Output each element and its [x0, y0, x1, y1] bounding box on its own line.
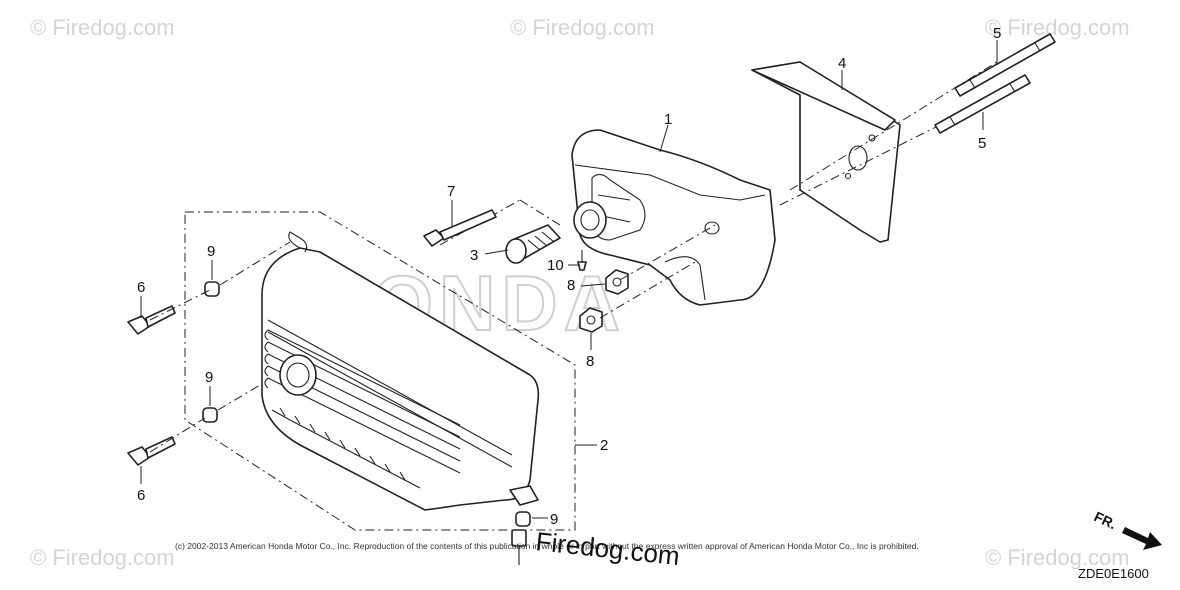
axis-collar-upper — [219, 241, 291, 286]
callout-3[interactable]: 3 — [470, 247, 478, 264]
callout-9-upper[interactable]: 9 — [207, 243, 215, 260]
copyright-notice: (c) 2002-2013 American Honda Motor Co., … — [175, 541, 919, 551]
callout-5-lower[interactable]: 5 — [978, 135, 986, 152]
direction-arrow-icon — [1122, 527, 1162, 550]
callout-4[interactable]: 4 — [838, 55, 846, 72]
callout-9-lower[interactable]: 9 — [550, 511, 558, 528]
callout-2[interactable]: 2 — [600, 437, 608, 454]
part-flange-bolt-lower[interactable] — [127, 436, 176, 466]
part-nut-upper[interactable] — [605, 269, 629, 295]
callout-9-middle[interactable]: 9 — [205, 369, 213, 386]
callout-6-upper[interactable]: 6 — [137, 279, 145, 296]
part-screw-10[interactable] — [577, 250, 587, 271]
callout-10[interactable]: 10 — [547, 257, 564, 274]
part-muffler-cover[interactable] — [261, 231, 540, 511]
watermark-top-left: © Firedog.com — [30, 15, 175, 40]
bolt-axis-line-2 — [519, 199, 561, 226]
part-nut-lower[interactable] — [579, 307, 603, 333]
watermark-bottom-right: © Firedog.com — [985, 545, 1130, 570]
callout-5-upper[interactable]: 5 — [993, 25, 1001, 42]
part-collar-lower[interactable] — [515, 511, 531, 527]
part-stud-lower[interactable] — [934, 74, 1031, 134]
part-collar-upper[interactable] — [204, 281, 220, 297]
callout-8-lower[interactable]: 8 — [586, 353, 594, 370]
axis-bolt-lower — [149, 417, 206, 453]
part-collar-middle[interactable] — [202, 407, 218, 423]
part-protector[interactable] — [751, 61, 901, 243]
front-direction-indicator: FR. — [1092, 508, 1162, 550]
part-flange-bolt-upper[interactable] — [127, 305, 176, 335]
diagram-code: ZDE0E1600 — [1078, 566, 1149, 581]
part-spark-arrester[interactable] — [505, 224, 561, 264]
assembly-outline — [184, 211, 576, 531]
callout-1[interactable]: 1 — [664, 111, 672, 128]
callout-7[interactable]: 7 — [447, 183, 455, 200]
part-stud-upper[interactable] — [954, 33, 1056, 97]
site-watermark: Firedog.com — [534, 526, 681, 571]
leader-8a — [580, 283, 606, 287]
part-muffler[interactable] — [571, 129, 776, 306]
callout-8-upper[interactable]: 8 — [567, 277, 575, 294]
leader-1 — [659, 124, 669, 153]
cover-louvers — [264, 329, 461, 474]
watermark-top-right: © Firedog.com — [985, 15, 1130, 40]
part-bolt-bottom[interactable] — [511, 529, 527, 565]
axis-collar-middle — [217, 384, 261, 411]
leader-3 — [484, 249, 509, 255]
direction-label: FR. — [1092, 508, 1119, 532]
axis-bolt-upper — [149, 289, 211, 321]
stud-axis-1 — [789, 59, 1001, 191]
callout-6-lower[interactable]: 6 — [137, 487, 145, 504]
part-flange-bolt-7[interactable] — [423, 209, 497, 247]
watermark-top-center: © Firedog.com — [510, 15, 655, 40]
watermark-bottom-left: © Firedog.com — [30, 545, 175, 570]
